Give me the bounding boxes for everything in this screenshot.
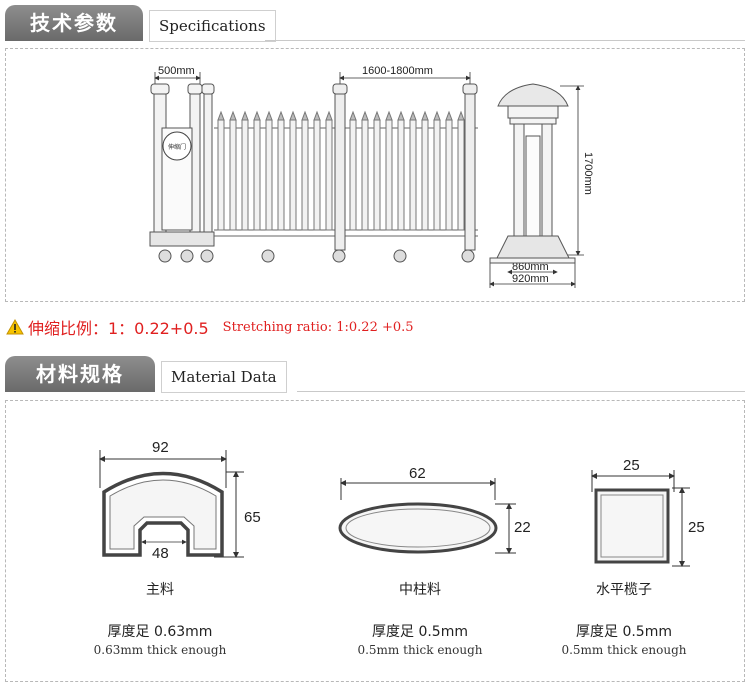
spec-diagram-frame xyxy=(5,48,745,302)
spec-section-subtitle: Specifications xyxy=(149,10,276,42)
ratio-text-cn: 伸缩比例：1：0.22+0.5 xyxy=(28,319,209,338)
main-profile-thickness-cn: 厚度足 0.63mm xyxy=(107,624,213,640)
fence-bar-tip xyxy=(385,110,393,121)
mid-post-thickness-en: 0.5mm thick enough xyxy=(357,643,483,657)
fence-bar-tip xyxy=(277,110,285,121)
spec-header-rule xyxy=(265,40,745,41)
stretching-ratio: 伸缩比例：1：0.22+0.5 Stretching ratio: 1:0.22 … xyxy=(6,315,414,339)
fence-bar-tip xyxy=(373,110,381,121)
main-dim-inner: 48 xyxy=(152,545,169,562)
fence-bar-tip xyxy=(289,110,297,121)
mid-posts xyxy=(332,83,478,251)
fence-bar-tip xyxy=(457,110,465,121)
hbar-dim-side: 25 xyxy=(688,519,705,536)
fence-bar-tip xyxy=(361,110,369,121)
fence-bar-tip xyxy=(241,110,249,121)
hbar-name: 水平榄子 xyxy=(596,582,652,598)
mid-post-thickness-cn: 厚度足 0.5mm xyxy=(372,624,468,640)
mid-post-name: 中柱料 xyxy=(399,582,441,598)
material-frame xyxy=(5,400,745,682)
dim-panel-width: 1600-1800mm xyxy=(362,65,433,77)
main-profile-drawing xyxy=(99,450,244,558)
material-section-subtitle: Material Data xyxy=(161,361,287,393)
fence-bar-tip xyxy=(445,110,453,121)
material-header-rule xyxy=(297,391,745,392)
dim-base-inner: 860mm xyxy=(512,261,549,273)
mid-post-caption: 中柱料 厚度足 0.5mm 0.5mm thick enough xyxy=(320,579,520,657)
spec-section-title: 技术参数 xyxy=(5,5,143,41)
main-profile-caption: 主料 厚度足 0.63mm 0.63mm thick enough xyxy=(60,579,260,657)
hbar-dim-top: 25 xyxy=(623,457,640,474)
gate-diagram: 500mm 1600-1800mm 1700mm 860mm 920mm 伸缩门 xyxy=(149,65,594,288)
fence-bar-tip xyxy=(265,110,273,121)
control-box-text: 伸缩门 xyxy=(168,143,186,151)
dim-pillar-width: 500mm xyxy=(158,65,195,77)
fence-bar-tip xyxy=(313,110,321,121)
warning-icon xyxy=(6,319,24,335)
horizontal-bar-profile-drawing xyxy=(591,470,690,567)
main-dim-top: 92 xyxy=(152,439,169,456)
fence-bar-tip xyxy=(433,110,441,121)
mid-post-profile-drawing xyxy=(338,478,516,554)
fence-bar-tip xyxy=(217,110,225,121)
dim-height: 1700mm xyxy=(582,152,594,195)
side-view-pillar xyxy=(489,83,576,264)
main-profile-thickness-en: 0.63mm thick enough xyxy=(93,643,227,657)
mid-post-dim-side: 22 xyxy=(514,519,531,536)
control-box-clock xyxy=(162,131,192,161)
main-dim-side: 65 xyxy=(244,509,261,526)
fence-bar-tip xyxy=(349,110,357,121)
fence-bar-tip xyxy=(229,110,237,121)
fence-bar-tip xyxy=(421,110,429,121)
main-profile-name: 主料 xyxy=(146,582,174,598)
ratio-text-en: Stretching ratio: 1:0.22 +0.5 xyxy=(222,319,414,335)
fence-bar-tip xyxy=(301,110,309,121)
spec-section-header: 技术参数 Specifications xyxy=(5,5,745,42)
hbar-thickness-en: 0.5mm thick enough xyxy=(561,643,687,657)
gate-wheels xyxy=(158,249,475,263)
fence-bar-tip xyxy=(253,110,261,121)
fence-bar-tip xyxy=(397,110,405,121)
fence-bar-tip xyxy=(409,110,417,121)
fence-bar-tip xyxy=(325,110,333,121)
material-section-header: 材料规格 Material Data xyxy=(5,356,745,393)
hbar-thickness-cn: 厚度足 0.5mm xyxy=(576,624,672,640)
material-section-title: 材料规格 xyxy=(5,356,155,392)
fence-bars xyxy=(217,110,465,231)
dim-base-outer: 920mm xyxy=(512,273,549,285)
mid-post-dim-top: 62 xyxy=(409,465,426,482)
hbar-caption: 水平榄子 厚度足 0.5mm 0.5mm thick enough xyxy=(524,579,724,657)
